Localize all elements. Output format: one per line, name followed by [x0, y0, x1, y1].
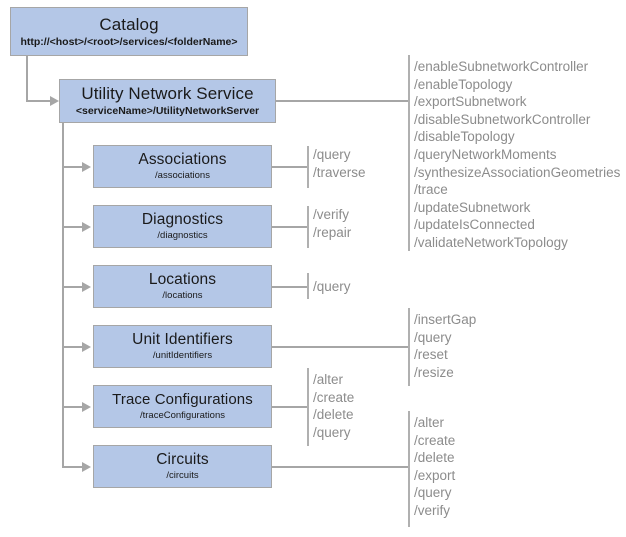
connector-uns-to-trace-configurations [62, 406, 84, 408]
connector-uns-trunk [62, 123, 64, 468]
operation-item: /queryNetworkMoments [414, 146, 557, 162]
operation-item: /query [414, 485, 452, 501]
operation-item: /verify [313, 207, 350, 222]
connector-circuits-to-operations [272, 466, 409, 468]
operation-item: /verify [414, 502, 451, 518]
operation-item: /delete [414, 450, 455, 466]
operations-bar-locations [307, 273, 309, 299]
operations-list-unit-identifiers: /insertGap/query/reset/resize [414, 311, 476, 381]
node-associations-title: Associations [138, 151, 227, 168]
operation-item: /alter [313, 372, 344, 387]
operations-list-utility-network-service: /enableSubnetworkController/enableTopolo… [414, 58, 620, 252]
operation-item: /resize [414, 364, 454, 380]
operation-item: /delete [313, 407, 354, 423]
operation-item: /reset [414, 347, 448, 363]
node-unit-identifiers-title: Unit Identifiers [132, 331, 233, 348]
arrow-to-trace-configurations [82, 402, 91, 412]
connector-diagnostics-to-operations [272, 226, 308, 228]
connector-uns-to-associations [62, 166, 84, 168]
operations-bar-trace-configurations [307, 368, 309, 446]
operations-list-diagnostics: /verify/repair [313, 206, 351, 241]
operation-item: /alter [414, 415, 445, 430]
operation-item: /disableSubnetworkController [414, 111, 591, 127]
node-locations-title: Locations [148, 271, 217, 288]
operation-item: /enableSubnetworkController [414, 59, 589, 74]
node-catalog-title: Catalog [99, 14, 159, 34]
operation-item: /disableTopology [414, 129, 515, 145]
operations-list-locations: /query [313, 278, 351, 296]
operation-item: /validateNetworkTopology [414, 234, 568, 250]
operation-item: /updateSubnetwork [414, 199, 531, 215]
node-circuits-title: Circuits [156, 451, 209, 468]
operation-item: /synthesizeAssociationGeometries [414, 164, 621, 180]
connector-uns-to-circuits [62, 466, 84, 468]
node-circuits-path: /circuits [166, 470, 199, 481]
connector-uns-to-diagnostics [62, 226, 84, 228]
node-utility-network-service-title: Utility Network Service [81, 84, 254, 103]
connector-uns-to-operations [276, 100, 409, 102]
operation-item: /updateIsConnected [414, 217, 535, 233]
node-circuits[interactable]: Circuits /circuits [93, 445, 272, 488]
node-trace-configurations-path: /traceConfigurations [139, 410, 226, 421]
operation-item: /exportSubnetwork [414, 94, 527, 110]
operations-bar-associations [307, 146, 309, 188]
node-associations-path: /associations [155, 170, 210, 181]
node-unit-identifiers-path: /unitIdentifiers [152, 350, 213, 361]
operation-item: /query [313, 424, 351, 440]
connector-associations-to-operations [272, 166, 308, 168]
operations-bar-circuits [408, 411, 410, 527]
operations-list-associations: /query/traverse [313, 146, 366, 181]
operation-item: /create [414, 432, 456, 448]
operation-item: /enableTopology [414, 76, 513, 92]
connector-unit-identifiers-to-operations [272, 346, 409, 348]
node-diagnostics-title: Diagnostics [141, 211, 224, 228]
connector-catalog-down [26, 56, 28, 101]
node-associations[interactable]: Associations /associations [93, 145, 272, 188]
node-catalog-path: http://<host>/<root>/services/<folderNam… [20, 35, 238, 48]
operation-item: /repair [313, 224, 352, 240]
node-trace-configurations-title: Trace Configurations [112, 391, 253, 408]
operations-bar-uns [408, 55, 410, 251]
node-locations-path: /locations [162, 290, 203, 301]
node-catalog[interactable]: Catalog http://<host>/<root>/services/<f… [10, 7, 248, 56]
operation-item: /trace [414, 182, 448, 198]
arrow-catalog-to-uns [50, 96, 59, 106]
arrow-to-associations [82, 162, 91, 172]
operations-bar-unit-identifiers [408, 308, 410, 386]
arrow-to-diagnostics [82, 222, 91, 232]
node-locations[interactable]: Locations /locations [93, 265, 272, 308]
operation-item: /create [313, 389, 355, 405]
arrow-to-unit-identifiers [82, 342, 91, 352]
operations-list-circuits: /alter/create/delete/export/query/verify [414, 414, 455, 520]
connector-trace-configurations-to-operations [272, 406, 308, 408]
operation-item: /query [313, 147, 351, 162]
operation-item: /export [414, 467, 456, 483]
node-utility-network-service-path: <serviceName>/UtilityNetworkServer [75, 105, 260, 117]
connector-catalog-to-uns [26, 100, 52, 102]
connector-uns-to-locations [62, 286, 84, 288]
node-diagnostics[interactable]: Diagnostics /diagnostics [93, 205, 272, 248]
connector-locations-to-operations [272, 286, 308, 288]
arrow-to-circuits [82, 462, 91, 472]
operation-item: /query [414, 329, 452, 345]
operations-bar-diagnostics [307, 206, 309, 248]
operations-list-trace-configurations: /alter/create/delete/query [313, 371, 354, 441]
arrow-to-locations [82, 282, 91, 292]
operation-item: /traverse [313, 164, 366, 180]
node-utility-network-service[interactable]: Utility Network Service <serviceName>/Ut… [59, 79, 276, 123]
node-trace-configurations[interactable]: Trace Configurations /traceConfiguration… [93, 385, 272, 428]
node-diagnostics-path: /diagnostics [157, 230, 208, 241]
connector-uns-to-unit-identifiers [62, 346, 84, 348]
operation-item: /query [313, 279, 351, 294]
node-unit-identifiers[interactable]: Unit Identifiers /unitIdentifiers [93, 325, 272, 368]
operation-item: /insertGap [414, 312, 477, 327]
